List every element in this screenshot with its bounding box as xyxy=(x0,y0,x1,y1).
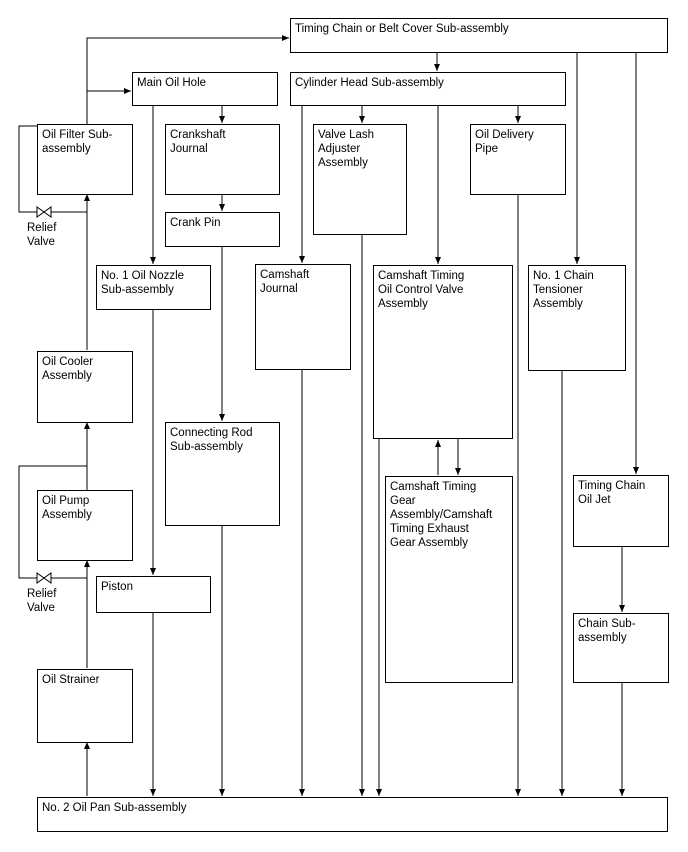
box-crankshaft-journal: Crankshaft Journal xyxy=(165,124,280,195)
box-cam-timing-gear: Camshaft Timing Gear Assembly/Camshaft T… xyxy=(385,476,513,683)
label-oil-cooler: Oil Cooler Assembly xyxy=(42,356,94,382)
label-oil-pan: No. 2 Oil Pan Sub-assembly xyxy=(42,802,187,814)
box-oil-nozzle: No. 1 Oil Nozzle Sub-assembly xyxy=(96,265,211,310)
box-chain-tensioner: No. 1 Chain Tensioner Assembly xyxy=(528,265,626,371)
box-main-oil-hole: Main Oil Hole xyxy=(132,72,278,106)
box-oil-strainer: Oil Strainer xyxy=(37,669,133,743)
label-timing-cover: Timing Chain or Belt Cover Sub-assembly xyxy=(295,23,509,35)
box-oil-pan: No. 2 Oil Pan Sub-assembly xyxy=(37,797,668,832)
box-cylinder-head: Cylinder Head Sub-assembly xyxy=(290,72,566,106)
box-piston: Piston xyxy=(96,576,211,613)
relief-valve-upper-icon xyxy=(36,206,52,218)
box-timing-chain-jet: Timing Chain Oil Jet xyxy=(573,475,669,547)
box-valve-lash: Valve Lash Adjuster Assembly xyxy=(313,124,407,235)
box-oil-delivery: Oil Delivery Pipe xyxy=(470,124,566,195)
label-camshaft-journal: Camshaft Journal xyxy=(260,269,310,295)
box-connecting-rod: Connecting Rod Sub-assembly xyxy=(165,422,280,526)
box-oil-cooler: Oil Cooler Assembly xyxy=(37,351,133,423)
label-oil-filter: Oil Filter Sub- assembly xyxy=(42,129,113,155)
label-cylinder-head: Cylinder Head Sub-assembly xyxy=(295,77,444,89)
box-camshaft-journal: Camshaft Journal xyxy=(255,264,351,370)
label-cam-timing-gear: Camshaft Timing Gear Assembly/Camshaft T… xyxy=(390,481,493,549)
label-crank-pin: Crank Pin xyxy=(170,217,221,229)
bypass-lower xyxy=(18,465,87,579)
box-cam-timing-valve: Camshaft Timing Oil Control Valve Assemb… xyxy=(373,265,513,439)
label-main-oil-hole: Main Oil Hole xyxy=(137,77,207,89)
label-timing-chain-jet: Timing Chain Oil Jet xyxy=(578,480,646,506)
relief-valve-upper-label: Relief Valve xyxy=(27,222,57,248)
relief-valve-lower-label: Relief Valve xyxy=(27,588,57,614)
box-crank-pin: Crank Pin xyxy=(165,212,280,247)
label-chain-tensioner: No. 1 Chain Tensioner Assembly xyxy=(533,270,594,310)
label-oil-pump: Oil Pump Assembly xyxy=(42,495,92,521)
relief-valve-lower-icon xyxy=(36,572,52,584)
box-oil-filter: Oil Filter Sub- assembly xyxy=(37,124,133,195)
label-cam-timing-valve: Camshaft Timing Oil Control Valve Assemb… xyxy=(378,270,465,310)
label-piston: Piston xyxy=(101,581,133,593)
label-valve-lash: Valve Lash Adjuster Assembly xyxy=(318,129,375,169)
label-chain-sub: Chain Sub- assembly xyxy=(578,618,636,644)
label-connecting-rod: Connecting Rod Sub-assembly xyxy=(170,427,253,453)
box-oil-pump: Oil Pump Assembly xyxy=(37,490,133,561)
label-oil-nozzle: No. 1 Oil Nozzle Sub-assembly xyxy=(101,270,185,296)
box-timing-cover: Timing Chain or Belt Cover Sub-assembly xyxy=(290,18,668,53)
label-oil-strainer: Oil Strainer xyxy=(42,674,100,686)
label-crankshaft-journal: Crankshaft Journal xyxy=(170,129,226,155)
box-chain-sub: Chain Sub- assembly xyxy=(573,613,669,683)
label-oil-delivery: Oil Delivery Pipe xyxy=(475,129,534,155)
